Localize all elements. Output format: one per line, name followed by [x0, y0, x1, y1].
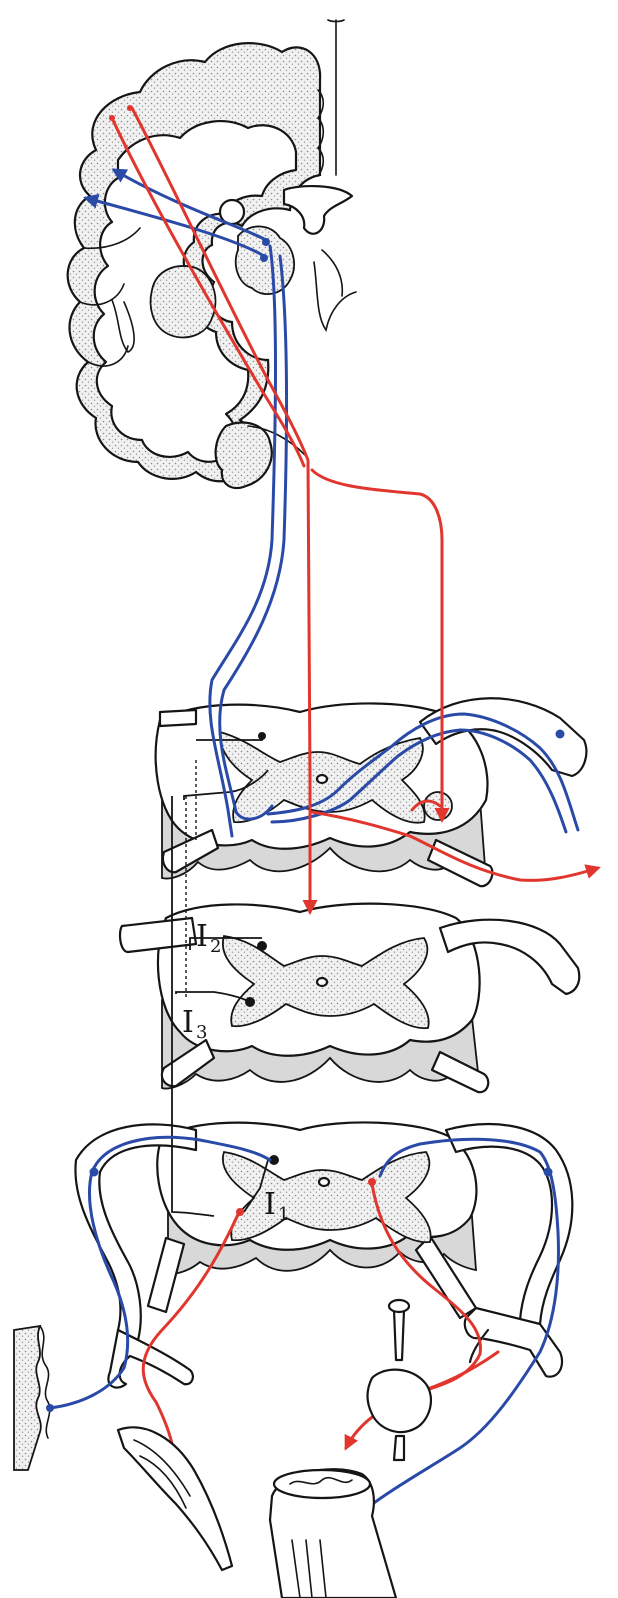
skeletal-muscle	[118, 1427, 232, 1570]
cortical-neuron-a	[127, 105, 133, 111]
thalamic-relay-b	[260, 254, 268, 262]
label-i2-sub: 2	[210, 936, 221, 957]
interneuron-soma-upper	[258, 732, 266, 740]
ganglion-cell-right	[544, 1168, 553, 1177]
label-i1-sub: 1	[278, 1204, 289, 1225]
spinal-segment-middle	[120, 904, 579, 1093]
label-i2-main: I	[196, 919, 208, 954]
ganglion-cell-left	[90, 1168, 99, 1177]
spindle-cap	[389, 1300, 409, 1312]
skin-surface	[40, 1326, 50, 1438]
central-canal	[319, 1178, 329, 1186]
peripheral-targets	[14, 1300, 431, 1598]
central-canal	[317, 775, 327, 783]
receptor-ending	[46, 1404, 54, 1412]
central-canal	[317, 978, 327, 986]
motor-neuron-left	[236, 1208, 244, 1216]
skin-receptor	[14, 1326, 41, 1470]
label-i1-main: I	[264, 1187, 276, 1222]
third-ventricle	[284, 186, 352, 234]
temporal-lobe	[216, 423, 272, 488]
cortical-neuron-b	[109, 115, 115, 121]
label-i3-main: I	[182, 1005, 194, 1040]
dorsal-root-left	[160, 710, 196, 726]
interneuron-i3-soma	[245, 997, 255, 1007]
ganglion-cell-upper	[556, 730, 565, 739]
optic-structure	[322, 250, 342, 296]
interneuron-i2-soma	[257, 941, 267, 951]
spindle-fiber	[394, 1436, 404, 1460]
lentiform-nucleus	[151, 266, 216, 337]
motor-neuron-right	[368, 1178, 376, 1186]
midline-septum	[328, 20, 344, 175]
spindle-fiber	[394, 1310, 404, 1360]
label-i3-sub: 3	[196, 1022, 207, 1043]
optic-structure	[314, 262, 356, 330]
muscle-spindle	[368, 1370, 431, 1432]
spinal-nerve-left	[108, 1330, 192, 1388]
ventral-root-left	[148, 1238, 184, 1312]
thalamic-relay-a	[262, 238, 270, 246]
brain-section	[68, 20, 356, 488]
bundle-section	[274, 1470, 370, 1498]
